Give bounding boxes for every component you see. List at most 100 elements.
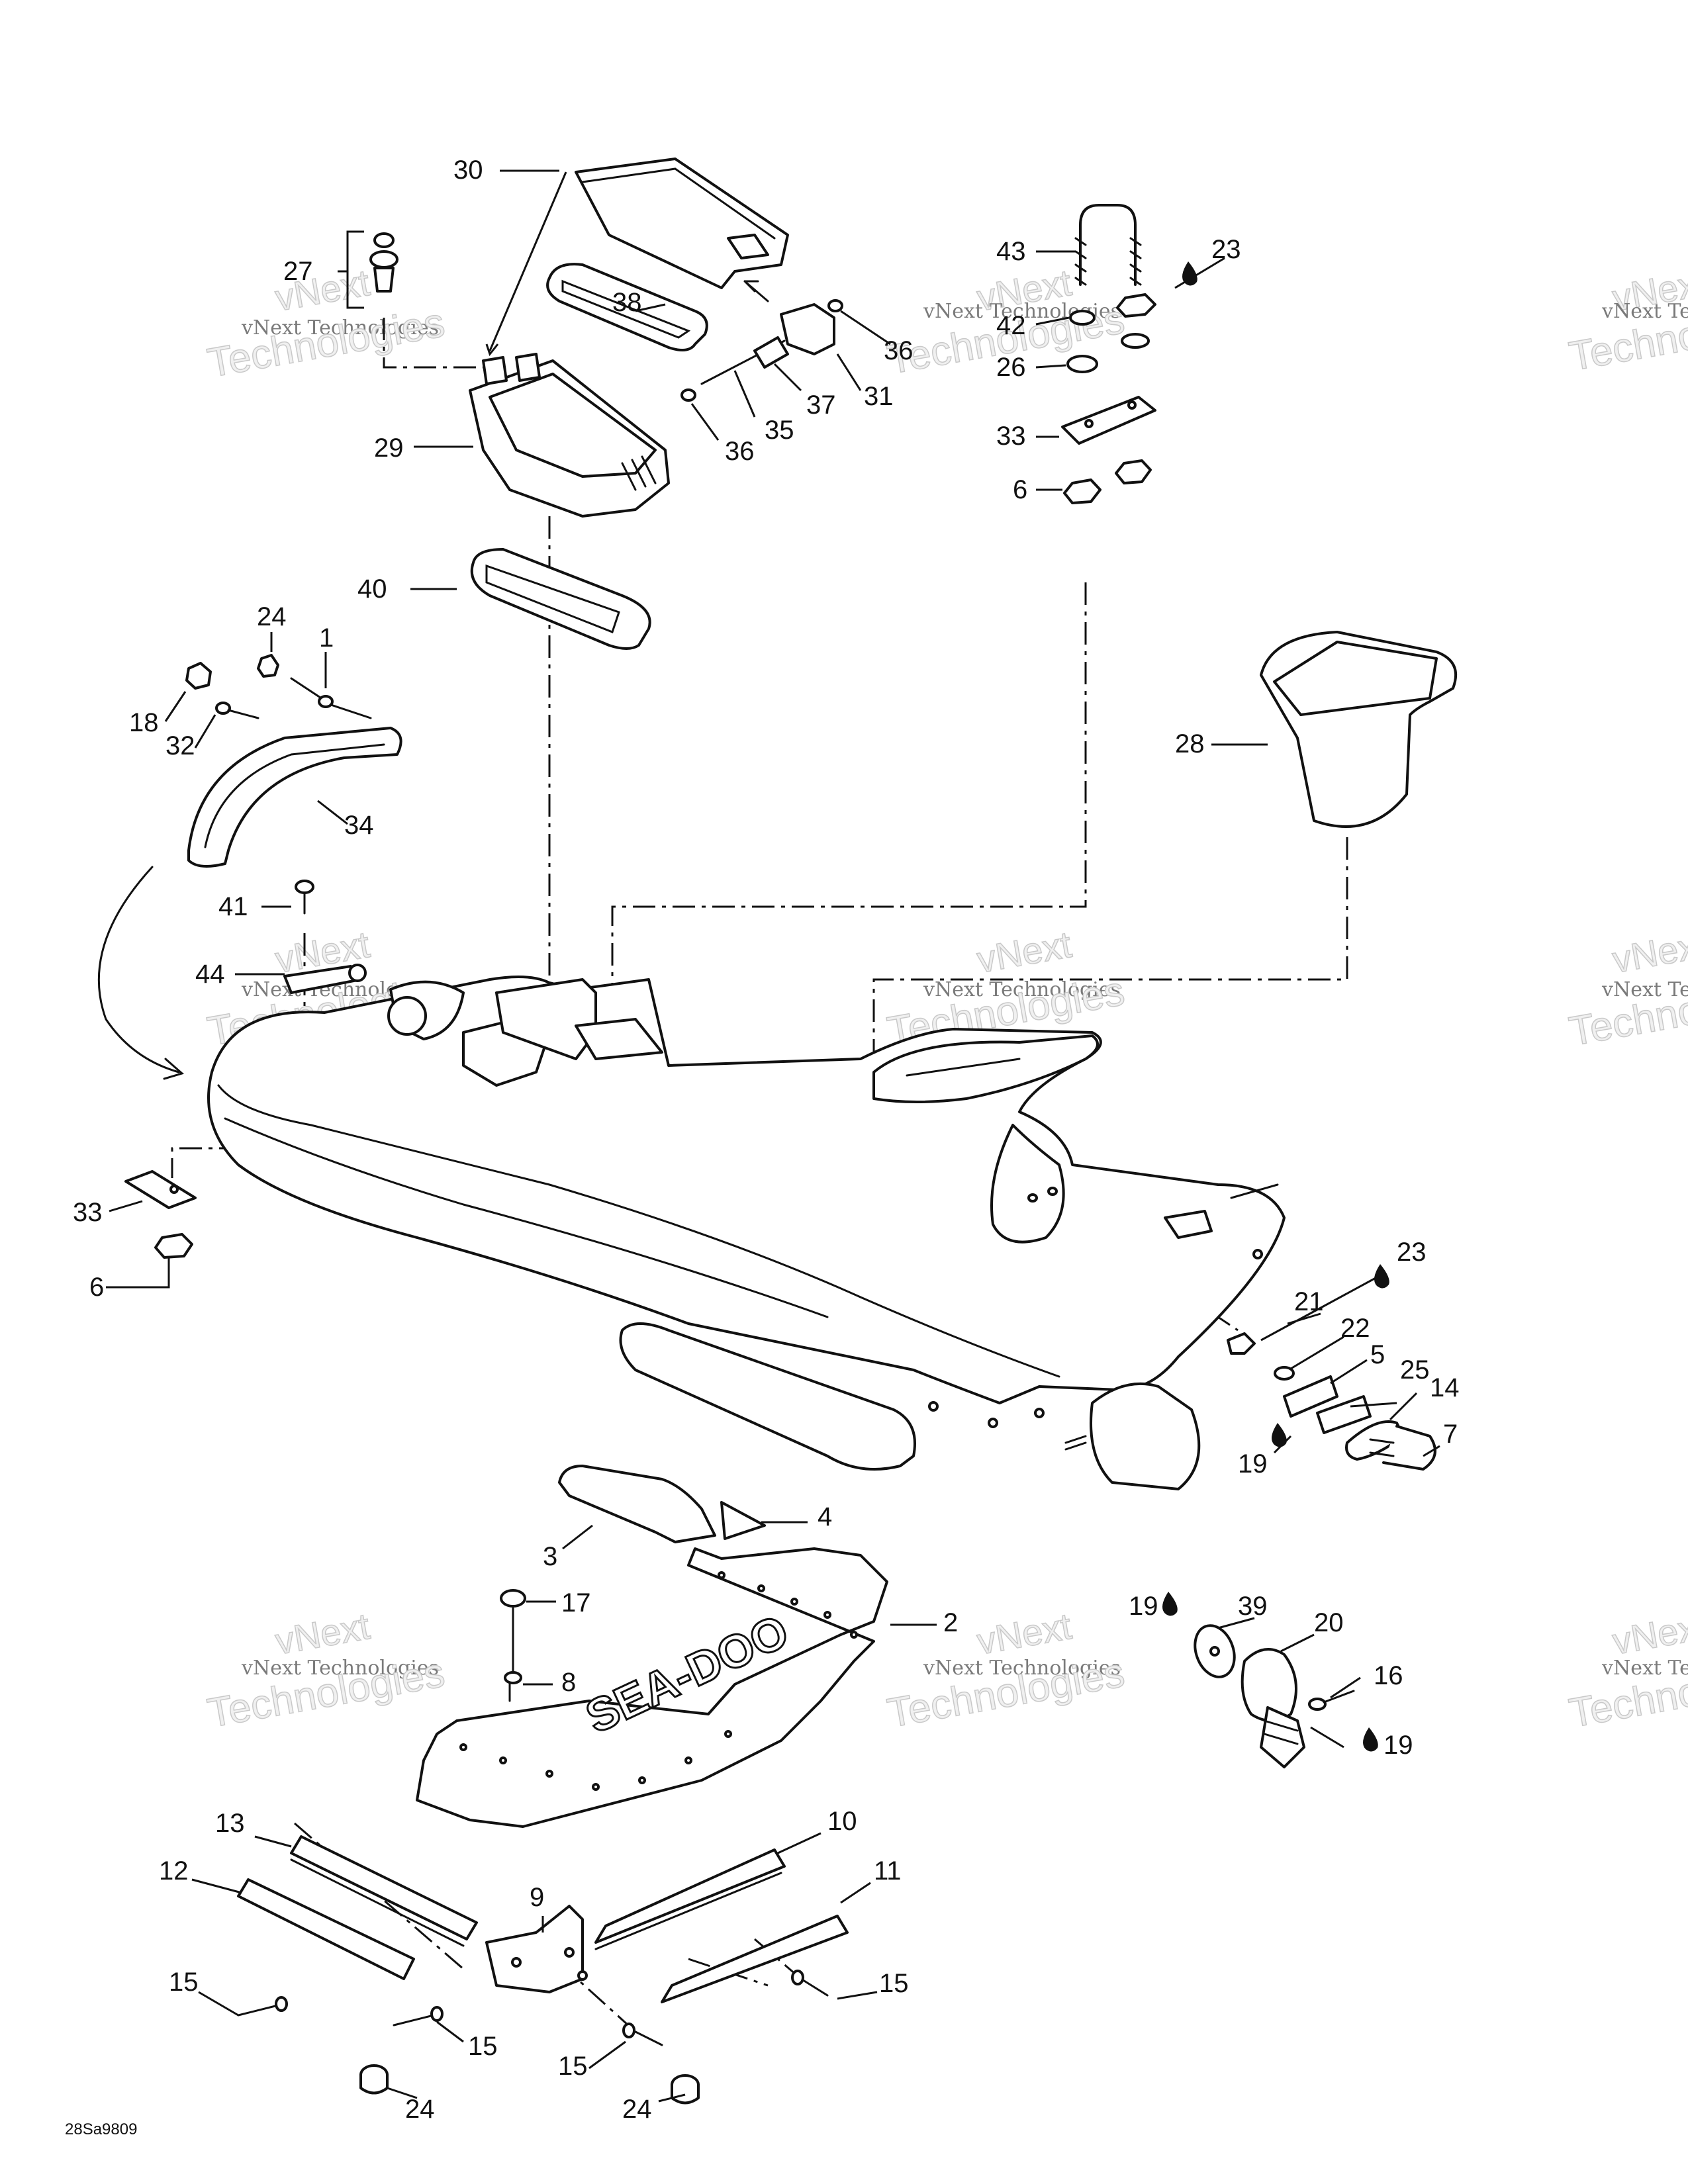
callout-labels: 30 27 38 36 31 37 35 36 29 40 43 42 23 2… (73, 156, 1460, 2124)
part-plate-33-left (124, 1170, 197, 1209)
callout-32: 32 (165, 731, 195, 760)
callout-14: 14 (1430, 1373, 1460, 1402)
watermark-line1: vNext Technologies (1601, 300, 1688, 323)
callout-21: 21 (1294, 1287, 1324, 1316)
part-nut-6-left (154, 1233, 193, 1259)
callout-34: 34 (344, 811, 374, 840)
part-gasket-38 (546, 263, 708, 351)
leader-lines (106, 169, 1440, 2103)
callout-30: 30 (453, 156, 483, 185)
part-sponson-10 (594, 1848, 786, 1950)
callout-6: 6 (1013, 475, 1027, 504)
watermark-faint: vNext (1609, 1605, 1688, 1662)
part-gasket-40 (470, 548, 651, 650)
callout-41: 41 (218, 892, 248, 921)
watermark-line2: Technologies (204, 300, 447, 387)
callout-24: 24 (622, 2095, 652, 2124)
callout-12: 12 (159, 1856, 189, 1886)
watermark-line1: vNext Technologies (1601, 978, 1688, 1001)
part-bin-29 (469, 353, 670, 518)
callout-43: 43 (996, 237, 1026, 266)
callout-2: 2 (943, 1608, 958, 1637)
part-latch-31 (743, 280, 835, 355)
part-cup-28 (1260, 631, 1457, 828)
callout-15: 15 (468, 2032, 498, 2061)
watermark-line1: vNext Technologies (241, 316, 439, 340)
callout-19: 19 (1238, 1449, 1268, 1479)
arrow-handle-to-hull (97, 866, 185, 1080)
part-rivets-15 (237, 1970, 829, 2046)
watermark-line1: vNext Technologies (923, 978, 1121, 1001)
part-pin-35 (680, 299, 843, 402)
watermark-faint: vNext (974, 923, 1074, 981)
callout-33: 33 (996, 422, 1026, 451)
fluid-drop-icon (1182, 261, 1197, 286)
callout-4: 4 (818, 1502, 832, 1531)
callout-1: 1 (319, 623, 334, 653)
callout-36: 36 (725, 437, 755, 466)
part-bracket-9 (485, 1905, 588, 1993)
fluid-drop-icons (1162, 261, 1389, 1752)
callout-33: 33 (73, 1198, 103, 1227)
figure-code: 28Sa9809 (65, 2120, 137, 2138)
callout-35: 35 (765, 416, 794, 445)
part-u-bolt-43 (1074, 204, 1142, 286)
callout-18: 18 (129, 708, 159, 737)
callout-25: 25 (1400, 1355, 1430, 1385)
watermark-faint: vNext (1609, 923, 1688, 981)
watercraft-hull (207, 976, 1286, 1490)
callout-6: 6 (89, 1273, 104, 1302)
callout-15: 15 (558, 2052, 588, 2081)
callout-24: 24 (257, 602, 287, 631)
callout-17: 17 (561, 1588, 591, 1617)
callout-5: 5 (1370, 1340, 1385, 1369)
part-fasteners-1-18-32-24 (185, 654, 372, 719)
callout-22: 22 (1340, 1314, 1370, 1343)
part-sponson-11 (661, 1915, 849, 2003)
callout-15: 15 (879, 1969, 909, 1998)
part-ride-plate-2: SEA-DOO (416, 1547, 888, 1828)
callout-7: 7 (1443, 1420, 1458, 1449)
fluid-drop-icon (1162, 1592, 1178, 1616)
callout-19: 19 (1129, 1592, 1158, 1621)
part-sponson-13 (290, 1835, 478, 1947)
callout-24: 24 (405, 2095, 435, 2124)
part-lid-30 (575, 158, 789, 289)
callout-15: 15 (169, 1968, 199, 1997)
callout-13: 13 (215, 1809, 245, 1838)
watermark-line1: vNext Technologies (241, 1657, 439, 1680)
callout-20: 20 (1314, 1608, 1344, 1637)
callout-23: 23 (1211, 235, 1241, 264)
part-stern-eye (1227, 1332, 1436, 1471)
part-nuts-washers (1061, 293, 1156, 504)
part-grab-handle-34 (187, 727, 402, 868)
callout-8: 8 (561, 1668, 576, 1697)
callout-40: 40 (357, 574, 387, 604)
callout-23: 23 (1397, 1238, 1427, 1267)
part-screw-27 (369, 232, 399, 293)
callout-19: 19 (1383, 1731, 1413, 1760)
watermark-faint: vNext (272, 1605, 373, 1662)
callout-44: 44 (195, 960, 225, 989)
callout-3: 3 (543, 1542, 557, 1571)
part-caps-24 (359, 2064, 700, 2105)
part-bolt-41 (295, 880, 314, 915)
callout-31: 31 (864, 382, 894, 411)
callout-28: 28 (1175, 729, 1205, 758)
watermark-line1: vNext Technologies (1601, 1657, 1688, 1680)
callout-42: 42 (996, 311, 1026, 340)
part-shield-4 (720, 1501, 766, 1540)
part-shield-3 (558, 1465, 716, 1543)
callout-26: 26 (996, 353, 1026, 382)
callout-16: 16 (1374, 1661, 1403, 1690)
fluid-drop-icon (1272, 1423, 1287, 1447)
callout-9: 9 (530, 1883, 544, 1912)
callout-11: 11 (874, 1856, 902, 1886)
part-spring-44 (283, 964, 367, 994)
part-plug-17-8 (500, 1589, 526, 1702)
callout-27: 27 (283, 257, 313, 286)
part-sponson-12 (237, 1878, 415, 1980)
fluid-drop-icon (1363, 1727, 1378, 1752)
callout-37: 37 (806, 390, 836, 420)
